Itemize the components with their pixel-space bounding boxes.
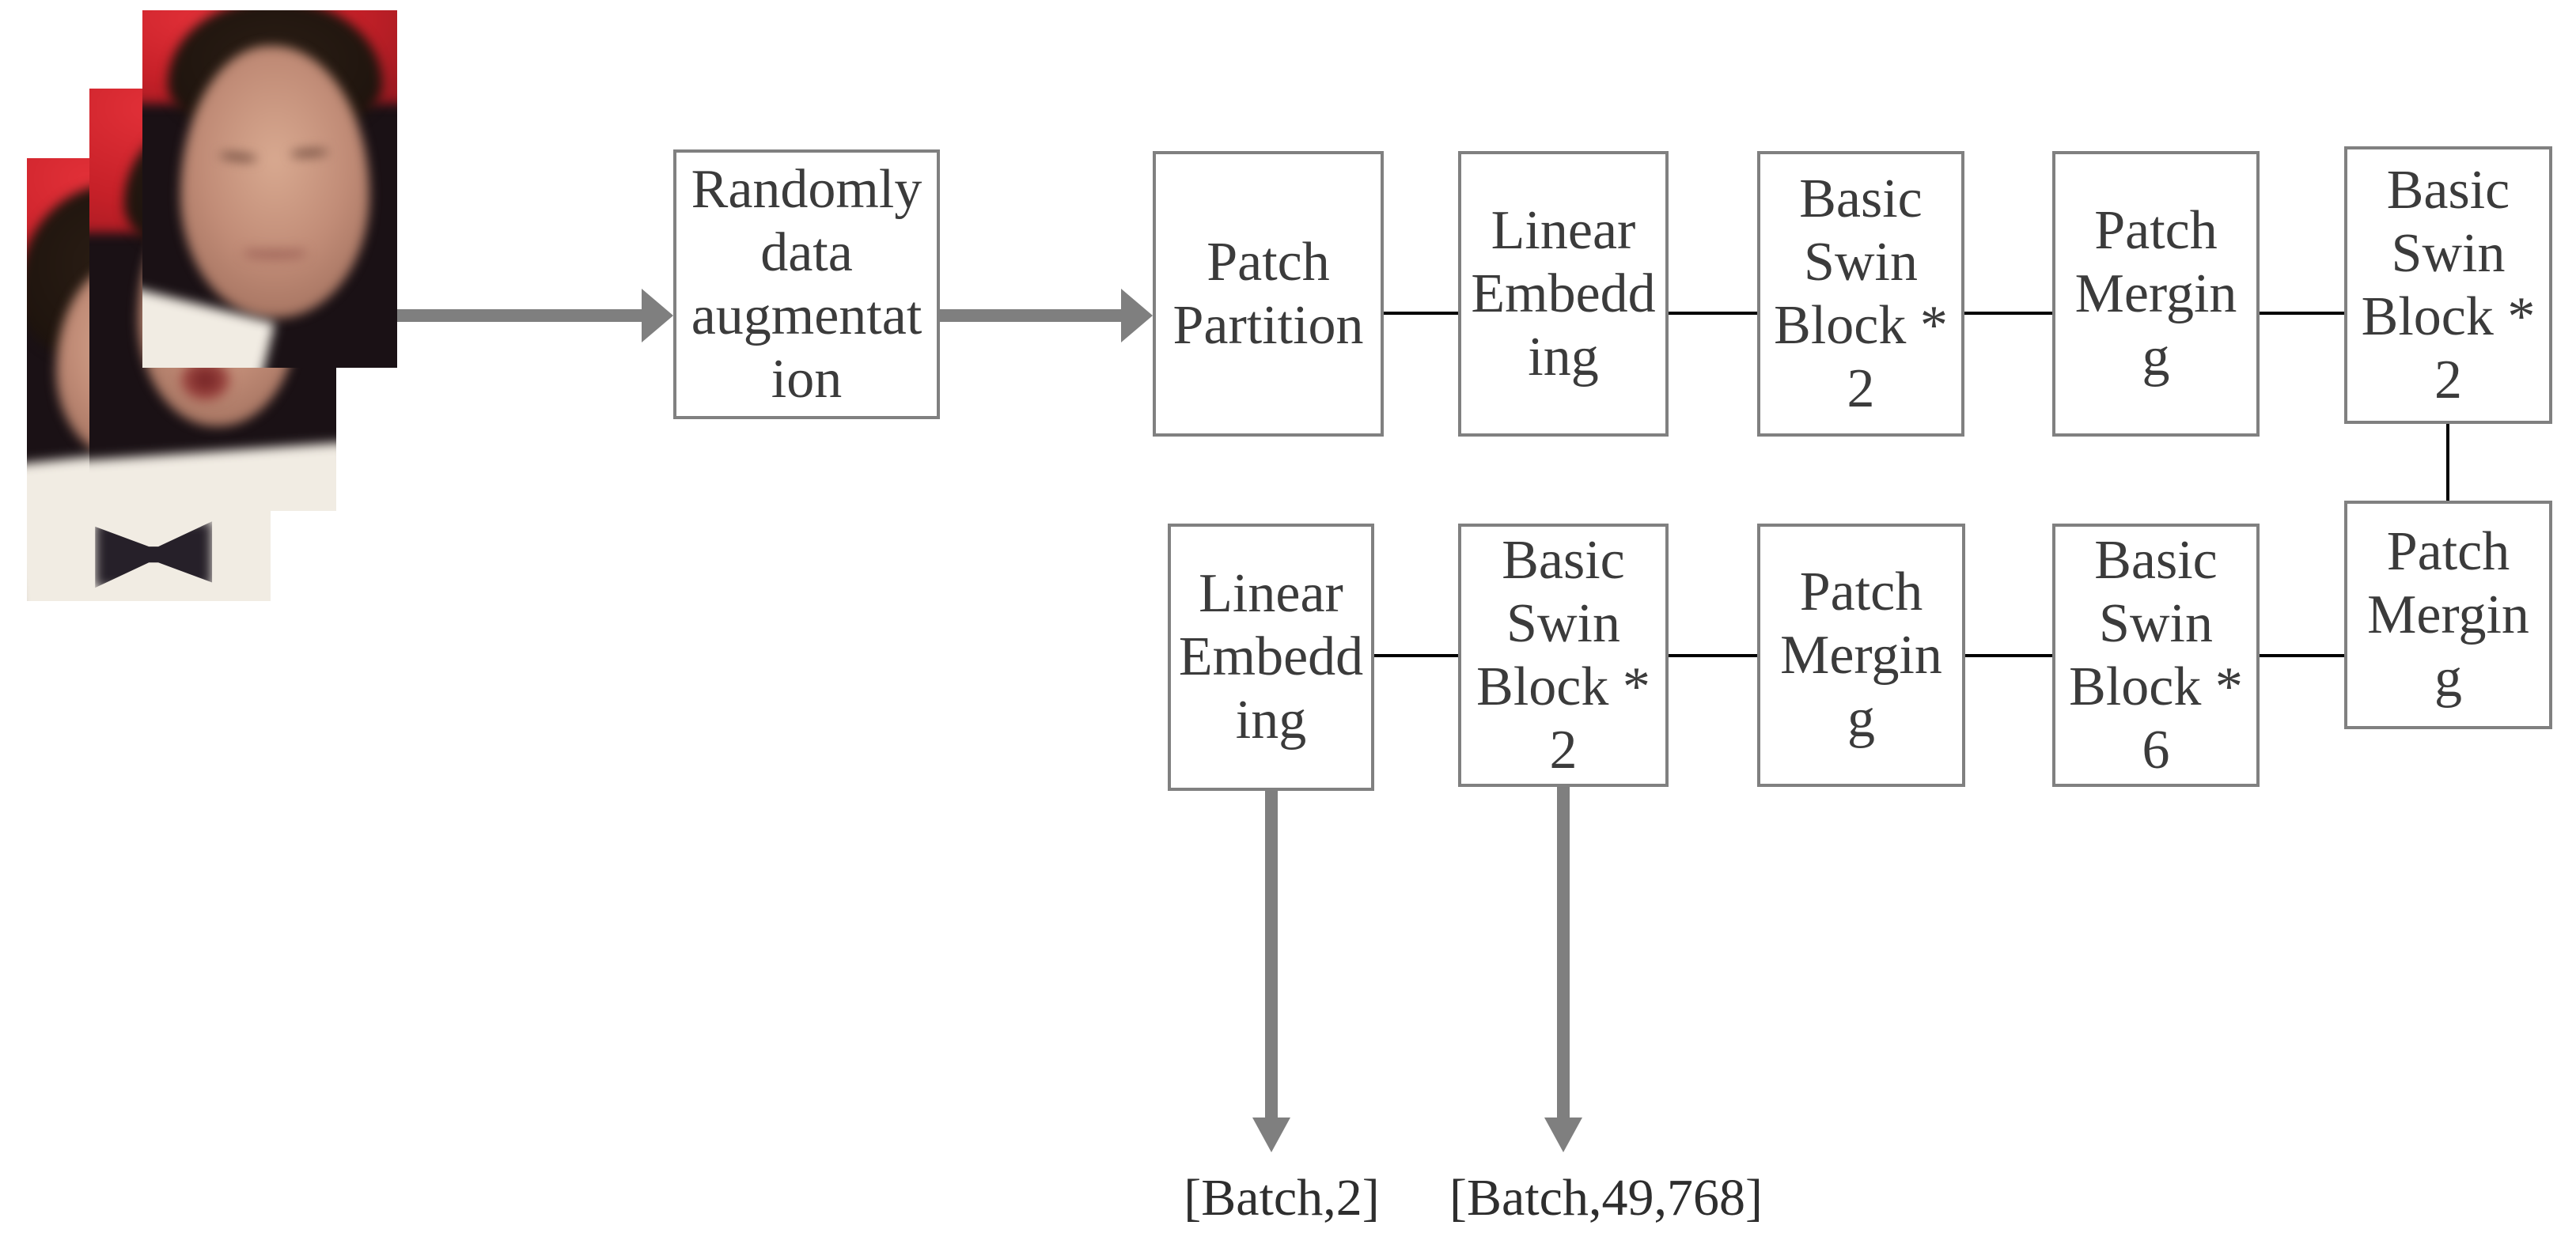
box-label: Patch Mergin g [1780,561,1942,749]
box-basic-swin-block-2-top-right: Basic Swin Block * 2 [2344,146,2552,424]
box-basic-swin-block-2-bottom: Basic Swin Block * 2 [1458,524,1669,787]
connector-pm2-to-bsb4 [1965,654,2052,657]
box-patch-merging-2: Patch Mergin g [1757,524,1965,787]
arrowhead-linear-embedding-to-output [1252,1118,1290,1152]
output-label-batch-2: [Batch,2] [1184,1169,1380,1227]
box-label: Basic Swin Block * 6 [2069,529,2243,781]
box-basic-swin-block-6: Basic Swin Block * 6 [2052,524,2260,787]
connector-bsb1-to-pm1 [1964,312,2052,315]
connector-pp-to-le1 [1384,312,1458,315]
box-randomly-data-augmentation: Randomly data augmentat ion [673,149,940,419]
box-linear-embedding-1: Linear Embedd ing [1458,151,1669,437]
face-photo-front [142,10,397,368]
photo-shirt-shape [89,442,336,511]
arrow-linear-embedding-to-output [1265,791,1278,1119]
arrowhead-augmentation-to-patch-partition [1121,289,1153,342]
photo-face-shape [180,46,369,318]
arrow-swin-block-to-output [1557,787,1570,1119]
box-label: Patch Mergin g [2367,520,2529,709]
box-basic-swin-block-2-top: Basic Swin Block * 2 [1757,151,1964,437]
arrow-input-to-augmentation [397,309,644,322]
arrow-augmentation-to-patch-partition [940,309,1124,322]
box-label: Patch Partition [1172,231,1364,356]
arrowhead-input-to-augmentation [642,289,673,342]
connector-le1-to-bsb1 [1669,312,1757,315]
box-patch-merging-1: Patch Mergin g [2052,151,2260,437]
connector-pm1-to-bsb2 [2260,312,2344,315]
box-label: Linear Embedd ing [1471,199,1656,388]
box-label: Randomly data augmentat ion [691,158,922,410]
connector-bsb2-down-to-pm3 [2446,424,2449,501]
box-patch-partition: Patch Partition [1153,151,1384,437]
box-linear-embedding-2: Linear Embedd ing [1168,524,1374,791]
box-label: Patch Mergin g [2074,199,2237,388]
box-label: Basic Swin Block * 2 [1774,168,1948,419]
box-label: Basic Swin Block * 2 [1476,529,1650,781]
output-label-batch-49-768: [Batch,49,768] [1449,1169,1763,1227]
photo-mouth-shape [244,249,306,259]
box-label: Basic Swin Block * 2 [2361,159,2536,410]
connector-le2-to-bsb3 [1374,654,1458,657]
box-label: Linear Embedd ing [1178,563,1364,751]
box-patch-merging-3: Patch Mergin g [2344,501,2552,729]
connector-bsb3-to-pm2 [1669,654,1757,657]
connector-bsb4-to-pm3 [2260,654,2344,657]
arrowhead-swin-block-to-output [1544,1118,1582,1152]
